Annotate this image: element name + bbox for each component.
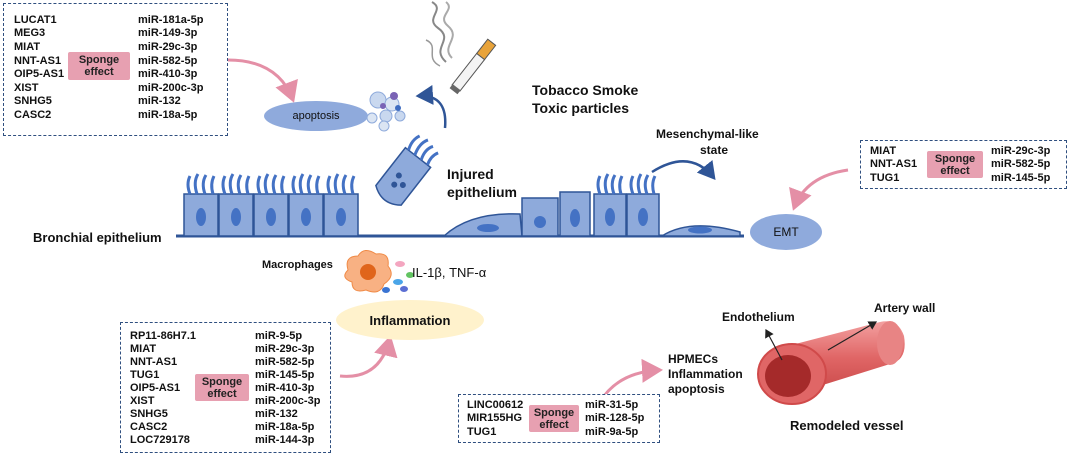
lncrna-name: OIP5-AS1: [130, 382, 181, 394]
lncrna-name: TUG1: [467, 426, 497, 438]
hpmecs-inflammation-label: Inflammation: [668, 367, 743, 381]
state-label: state: [700, 143, 729, 157]
lncrna-name: NNT-AS1: [14, 55, 62, 67]
arrow-box-to-inflammation: [339, 335, 398, 378]
lncrna-name: SNHG5: [14, 95, 52, 107]
cytokines-label: IL-1β, TNF-α: [412, 265, 487, 280]
vessel-icon: [757, 321, 905, 405]
mirna-name: miR-9-5p: [255, 330, 303, 342]
endothelium-pointer: [765, 328, 783, 361]
lncrna-name: MEG3: [14, 27, 46, 39]
mirna-name: miR-582-5p: [991, 158, 1051, 170]
lncrna-name: XIST: [130, 395, 155, 407]
arrow-to-apoptotic-debris: [415, 85, 447, 129]
lncrna-name: XIST: [14, 82, 39, 94]
hpmecs-label: HPMECs: [668, 352, 719, 366]
lncrna-name: SNHG5: [130, 408, 168, 420]
injured-label: Injured: [447, 166, 494, 182]
arrow-box-to-apoptosis: [227, 58, 298, 103]
mirna-name: miR-181a-5p: [138, 14, 204, 26]
macrophages-label: Macrophages: [262, 259, 333, 271]
lncrna-name: LUCAT1: [14, 14, 57, 26]
inflammation-oval: [336, 300, 484, 340]
flattened-cells: [442, 191, 591, 237]
mirna-name: miR-29c-3p: [255, 343, 315, 355]
emt-oval: [750, 214, 822, 250]
lncrna-sponge-box-vessel: LINC00612 MIR155HG TUG1 Sponge effect mi…: [458, 394, 660, 443]
lncrna-name: LINC00612: [467, 399, 524, 411]
mirna-name: miR-149-3p: [138, 27, 198, 39]
inflammation-label: Inflammation: [369, 312, 451, 328]
epithelium-label: epithelium: [447, 184, 518, 200]
cytokine-dots: [382, 261, 414, 293]
cigarette-smoke-icon: [425, 1, 497, 95]
detached-injured-cell: [375, 134, 439, 206]
lncrna-name: MIAT: [14, 41, 41, 53]
mirna-name: miR-144-3p: [255, 434, 315, 446]
mirna-name: miR-200c-3p: [255, 395, 321, 407]
mirna-name: miR-410-3p: [138, 68, 198, 80]
mirna-name: miR-18a-5p: [138, 109, 198, 121]
sponge-effect-badge: Sponge effect: [529, 405, 579, 432]
sponge-effect-badge: Sponge effect: [927, 151, 983, 178]
mirna-name: miR-200c-3p: [138, 82, 204, 94]
mirna-name: miR-145-5p: [255, 369, 315, 381]
mirna-name: miR-9a-5p: [585, 426, 639, 438]
mirna-name: miR-582-5p: [138, 55, 198, 67]
lncrna-name: MIAT: [130, 343, 157, 355]
apoptosis-oval: [264, 101, 368, 131]
ciliated-cells-right: [593, 173, 741, 237]
mirna-name: miR-18a-5p: [255, 421, 315, 433]
lncrna-name: TUG1: [870, 172, 900, 184]
mirna-name: miR-132: [255, 408, 298, 420]
mirna-name: miR-29c-3p: [138, 41, 198, 53]
apoptotic-bodies-icon: [366, 91, 406, 132]
mirna-name: miR-31-5p: [585, 399, 639, 411]
lncrna-sponge-box-emt: MIAT NNT-AS1 TUG1 Sponge effect miR-29c-…: [860, 140, 1067, 189]
sponge-effect-badge: Sponge effect: [68, 52, 130, 80]
lncrna-name: TUG1: [130, 369, 160, 381]
mirna-name: miR-582-5p: [255, 356, 315, 368]
apoptosis-label: apoptosis: [292, 110, 340, 122]
lncrna-name: MIR155HG: [467, 412, 523, 424]
ciliated-cells-left: [183, 173, 359, 237]
endothelium-label: Endothelium: [722, 310, 795, 324]
mirna-name: miR-132: [138, 95, 181, 107]
artery-wall-pointer: [827, 321, 878, 351]
lncrna-sponge-box-apoptosis: LUCAT1 MEG3 MIAT NNT-AS1 OIP5-AS1 XIST S…: [3, 3, 228, 136]
sponge-effect-badge: Sponge effect: [195, 374, 249, 401]
mirna-name: miR-145-5p: [991, 172, 1051, 184]
lncrna-sponge-box-inflammation: RP11-86H7.1 MIAT NNT-AS1 TUG1 OIP5-AS1 X…: [120, 322, 331, 453]
lncrna-name: RP11-86H7.1: [130, 330, 197, 342]
bronchial-epithelium-label: Bronchial epithelium: [33, 230, 162, 245]
lncrna-name: LOC729178: [130, 434, 190, 446]
emt-label: EMT: [773, 225, 799, 239]
mirna-name: miR-29c-3p: [991, 145, 1051, 157]
lncrna-name: CASC2: [130, 421, 168, 433]
mirna-name: miR-128-5p: [585, 412, 645, 424]
hpmecs-apoptosis-label: apoptosis: [668, 382, 725, 396]
artery-wall-label: Artery wall: [874, 301, 936, 315]
lncrna-name: NNT-AS1: [130, 356, 178, 368]
remodeled-vessel-label: Remodeled vessel: [790, 418, 904, 433]
lncrna-name: CASC2: [14, 109, 52, 121]
lncrna-name: OIP5-AS1: [14, 68, 65, 80]
arrow-mesenchymal: [651, 160, 716, 180]
mirna-name: miR-410-3p: [255, 382, 315, 394]
mesenchymal-label: Mesenchymal-like: [656, 127, 759, 141]
arrow-box-to-emt: [789, 168, 849, 211]
toxic-particles-label: Toxic particles: [532, 100, 630, 116]
tobacco-smoke-label: Tobacco Smoke: [532, 82, 639, 98]
lncrna-name: MIAT: [870, 145, 897, 157]
macrophage-icon: [344, 250, 392, 293]
lncrna-name: NNT-AS1: [870, 158, 918, 170]
